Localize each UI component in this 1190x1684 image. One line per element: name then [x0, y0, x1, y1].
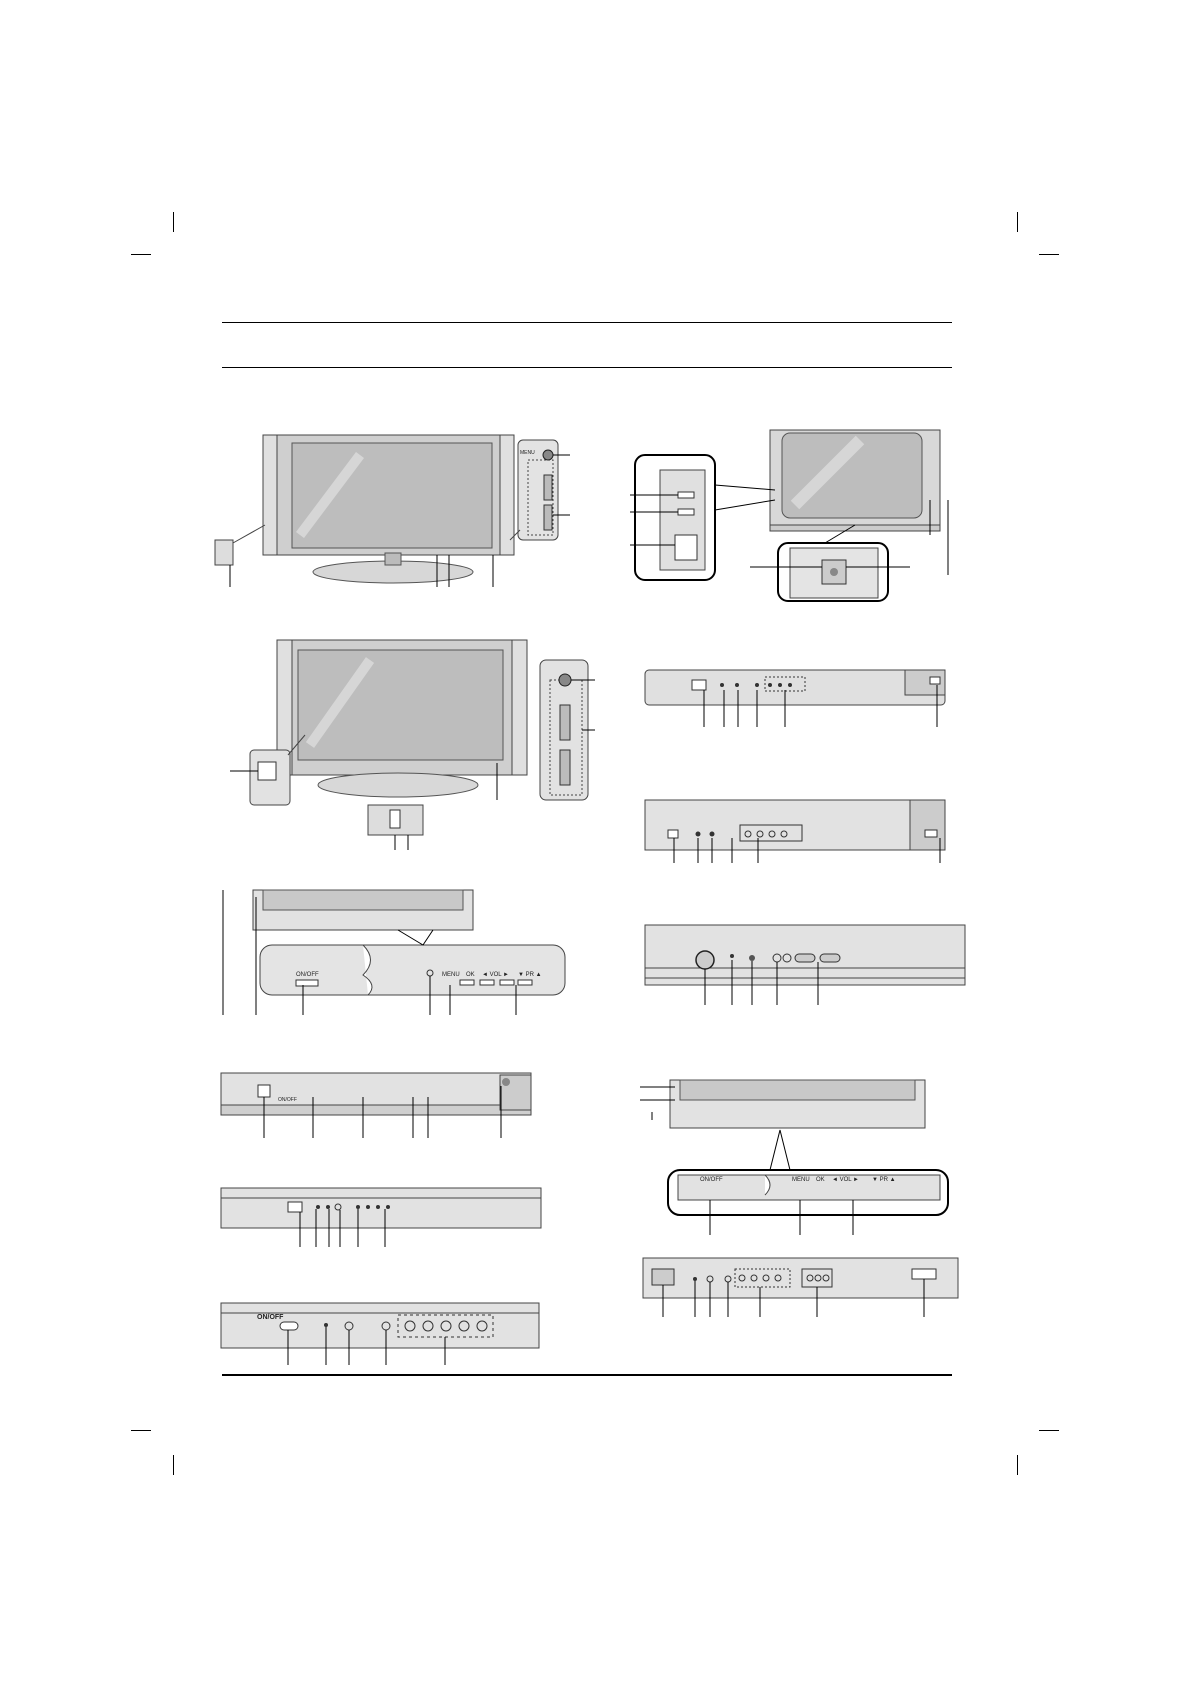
figure-front-panel-5 [220, 1072, 532, 1138]
on-off-label-fig6: ON/OFF [296, 972, 319, 978]
vol-label-fig9: ◄ VOL ► [832, 1177, 859, 1183]
crop-mark-top-right-h [1039, 254, 1059, 255]
crop-mark-top-left-h [131, 254, 151, 255]
crop-mark-top-right-v [1017, 212, 1018, 232]
footer-rule [222, 1374, 952, 1376]
figure-front-panel-2 [644, 799, 946, 863]
figure-front-panel-6 [640, 1079, 949, 1235]
on-off-label-fig8: ON/OFF [278, 1097, 297, 1103]
figure-plasma-tv-2 [230, 639, 595, 850]
on-off-label-fig9: ON/OFF [700, 1177, 723, 1183]
crop-mark-bottom-left-h [131, 1430, 151, 1431]
figure-crt-tv-zoom [630, 429, 949, 602]
crop-mark-bottom-right-v [1017, 1455, 1018, 1475]
figure-front-panel-7 [220, 1187, 542, 1247]
crop-mark-bottom-left-v [173, 1455, 174, 1475]
crop-mark-top-left-v [173, 212, 174, 232]
vol-label-fig6: ◄ VOL ► [482, 972, 509, 978]
figure-front-panel-8 [642, 1257, 959, 1317]
figure-front-panel-1 [644, 669, 946, 727]
figure-plasma-tv-1 [214, 434, 570, 587]
figure-front-panel-4 [644, 924, 966, 1005]
header-rule-bottom [222, 367, 952, 368]
figure-front-panel-9 [220, 1302, 540, 1365]
menu-label-fig1: MENU [520, 450, 535, 456]
ok-label-fig6: OK [466, 972, 475, 978]
ok-label-fig9: OK [816, 1177, 825, 1183]
figure-front-panel-3 [222, 889, 566, 1015]
menu-label-fig9: MENU [792, 1177, 810, 1183]
crop-mark-bottom-right-h [1039, 1430, 1059, 1431]
header-rule-top [222, 322, 952, 323]
menu-label-fig6: MENU [442, 972, 460, 978]
pr-label-fig9: ▼ PR ▲ [872, 1177, 896, 1183]
on-off-label-fig12: ON/OFF [257, 1314, 284, 1321]
pr-label-fig6: ▼ PR ▲ [518, 972, 542, 978]
